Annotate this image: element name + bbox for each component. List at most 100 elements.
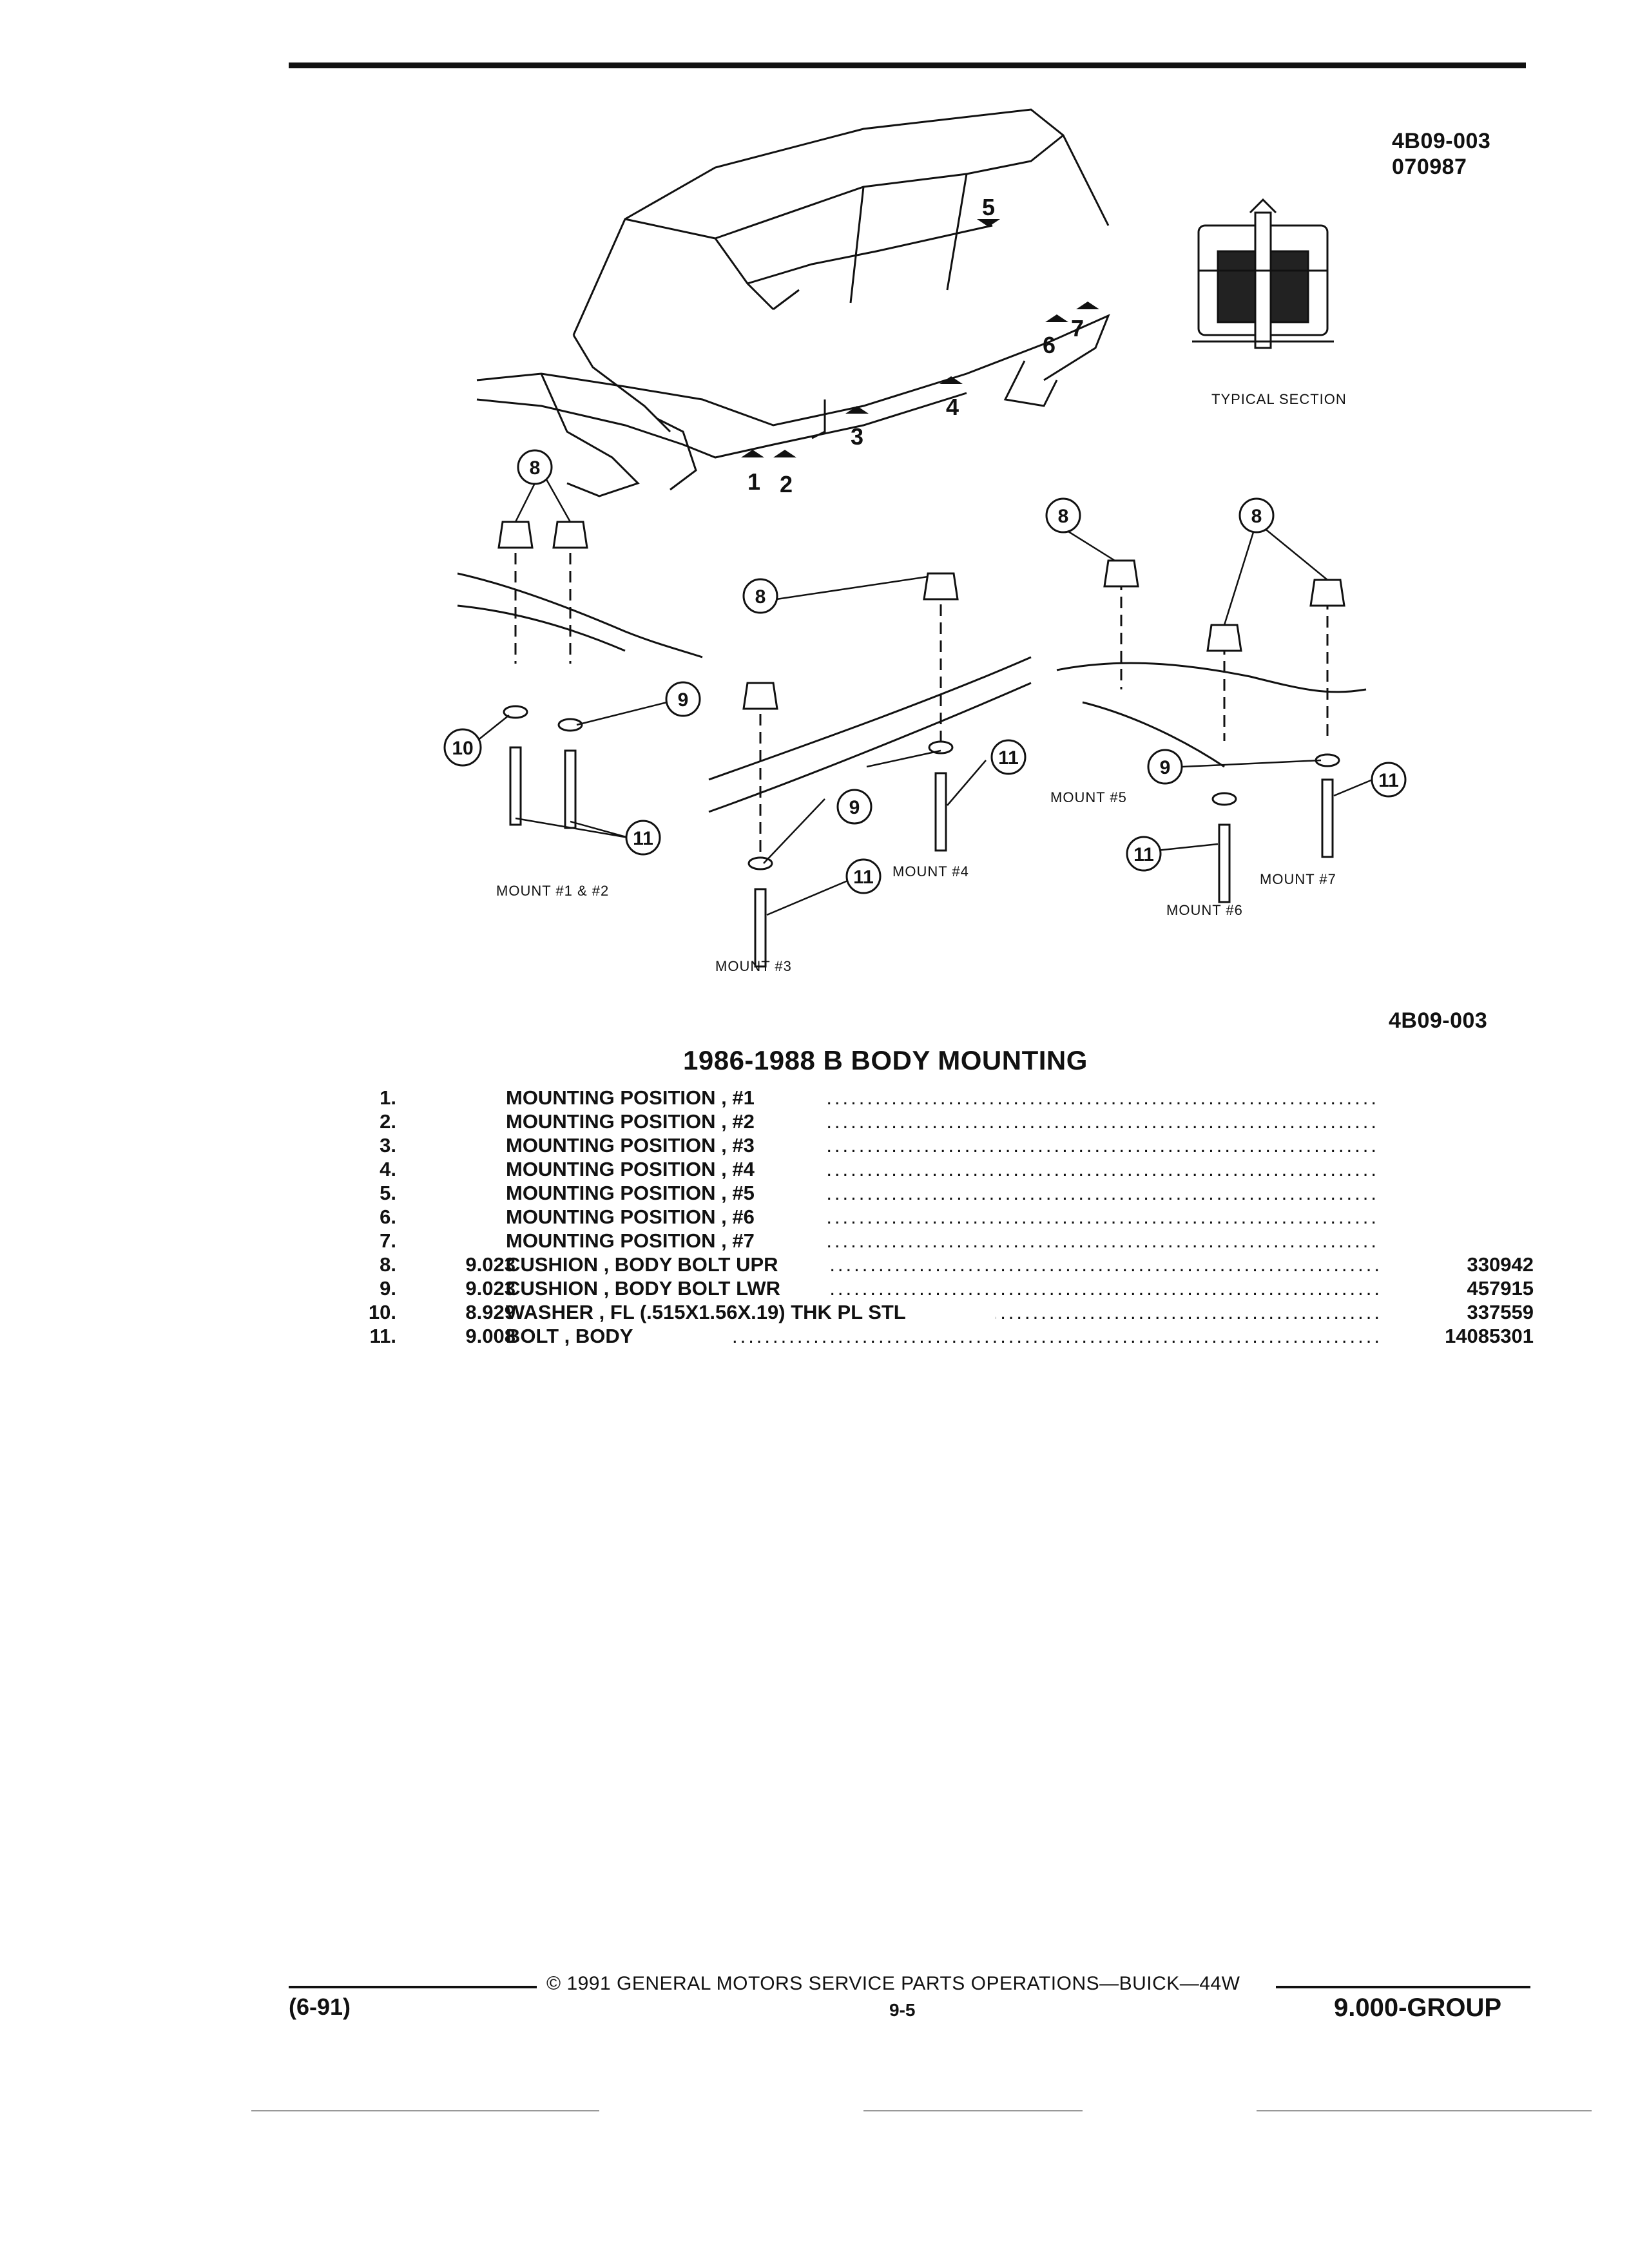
callout-leaders — [476, 470, 1373, 916]
callout-circles — [443, 449, 1407, 894]
part-description: MOUNTING POSITION , #6 — [506, 1206, 755, 1228]
dot-leader: ........................................… — [825, 1134, 1379, 1157]
part-description: MOUNTING POSITION , #1 — [506, 1086, 755, 1109]
mount-caption-6: MOUNT #6 — [1166, 902, 1243, 918]
typical-section-drawing — [1192, 198, 1334, 349]
part-description: CUSHION , BODY BOLT LWR — [506, 1277, 780, 1300]
parts-list: 1. MOUNTING POSITION , #1 ..............… — [348, 1086, 1534, 1348]
parts-row: 8. 9.023 CUSHION , BODY BOLT UPR .......… — [348, 1253, 1534, 1276]
figure-id-top: 4B09-003 — [1392, 129, 1491, 153]
callout-8: 8 — [530, 457, 541, 479]
parts-row: 10. 8.929 WASHER , FL (.515X1.56X.19) TH… — [348, 1300, 1534, 1324]
typical-section-label: TYPICAL SECTION — [1211, 391, 1347, 407]
parts-row: 1. MOUNTING POSITION , #1 ..............… — [348, 1086, 1534, 1110]
parts-row: 2. MOUNTING POSITION , #2 ..............… — [348, 1110, 1534, 1133]
item-number: 5. — [380, 1182, 396, 1204]
footer-rule — [1276, 1986, 1530, 1988]
part-description: MOUNTING POSITION , #5 — [506, 1182, 755, 1204]
dot-leader: ........................................… — [828, 1277, 1382, 1300]
position-number-2: 2 — [780, 471, 793, 497]
part-description: CUSHION , BODY BOLT UPR — [506, 1253, 778, 1276]
dot-leader: ........................................… — [825, 1110, 1379, 1133]
body-mounting-illustration: 1 2 3 4 5 6 7 TYPICAL SECTION — [412, 97, 1443, 986]
callout-11: 11 — [633, 828, 653, 849]
item-number: 10. — [368, 1301, 396, 1323]
part-description: BOLT , BODY — [506, 1325, 633, 1347]
mount-caption-1-2: MOUNT #1 & #2 — [496, 883, 609, 899]
part-number: 14085301 — [1445, 1325, 1534, 1347]
footer-page-number: 9-5 — [889, 2000, 916, 2020]
item-number: 1. — [380, 1086, 396, 1109]
item-number: 4. — [380, 1158, 396, 1180]
group-code: 9.023 — [465, 1253, 516, 1276]
dot-leader: ........................................… — [828, 1253, 1382, 1276]
part-description: MOUNTING POSITION , #3 — [506, 1134, 755, 1157]
position-number-7: 7 — [1071, 315, 1084, 341]
parts-row: 9. 9.023 CUSHION , BODY BOLT LWR .......… — [348, 1276, 1534, 1300]
dot-leader: ........................................… — [825, 1158, 1379, 1180]
part-number: 337559 — [1467, 1301, 1534, 1323]
callout-11: 11 — [1133, 844, 1154, 865]
group-code: 9.023 — [465, 1277, 516, 1300]
part-number: 457915 — [1467, 1277, 1534, 1300]
position-number-3: 3 — [851, 423, 863, 450]
footer-copyright: © 1991 GENERAL MOTORS SERVICE PARTS OPER… — [546, 1973, 1240, 1994]
position-number-6: 6 — [1043, 332, 1055, 358]
parts-row: 6. MOUNTING POSITION , #6 ..............… — [348, 1205, 1534, 1229]
parts-row: 4. MOUNTING POSITION , #4 ..............… — [348, 1157, 1534, 1181]
callout-11: 11 — [853, 867, 874, 888]
scan-artifact-line — [1257, 2110, 1592, 2111]
footer-rule — [289, 1986, 537, 1988]
callout-8: 8 — [1058, 506, 1069, 527]
mount-caption-5: MOUNT #5 — [1050, 789, 1127, 805]
dot-leader: ........................................… — [825, 1229, 1379, 1252]
item-number: 2. — [380, 1110, 396, 1133]
scan-artifact-line — [863, 2110, 1083, 2111]
parts-row: 3. MOUNTING POSITION , #3 ..............… — [348, 1133, 1534, 1157]
parts-row: 7. MOUNTING POSITION , #7 ..............… — [348, 1229, 1534, 1253]
item-number: 11. — [369, 1325, 396, 1347]
part-description: MOUNTING POSITION , #2 — [506, 1110, 755, 1133]
parts-row: 11. 9.008 BOLT , BODY ..................… — [348, 1324, 1534, 1348]
top-rule — [289, 62, 1526, 68]
callout-9: 9 — [678, 689, 689, 711]
item-number: 8. — [380, 1253, 396, 1276]
callout-9: 9 — [849, 797, 860, 818]
position-number-4: 4 — [946, 394, 959, 420]
dot-leader: ........................................… — [825, 1182, 1379, 1204]
figure-id-bottom: 4B09-003 — [1389, 1008, 1488, 1033]
mount-caption-7: MOUNT #7 — [1260, 871, 1336, 887]
parts-list-title: 1986-1988 B BODY MOUNTING — [683, 1045, 1088, 1075]
callout-9: 9 — [1160, 757, 1171, 778]
position-number-1: 1 — [747, 468, 760, 495]
group-code: 8.929 — [465, 1301, 516, 1323]
footer-revision-date: (6-91) — [289, 1994, 351, 2020]
dot-leader: ........................................… — [996, 1301, 1382, 1323]
mount-5-6-7-detail — [1056, 559, 1367, 903]
callout-11: 11 — [1378, 770, 1399, 791]
figure-date-code: 070987 — [1392, 155, 1467, 179]
part-number: 330942 — [1467, 1253, 1534, 1276]
part-description: MOUNTING POSITION , #4 — [506, 1158, 755, 1180]
group-code: 9.008 — [465, 1325, 516, 1347]
vehicle-frame-drawing — [476, 108, 1110, 497]
part-description: MOUNTING POSITION , #7 — [506, 1229, 755, 1252]
callout-10: 10 — [452, 738, 473, 759]
mount-caption-4: MOUNT #4 — [892, 863, 969, 879]
position-number-5: 5 — [982, 194, 995, 220]
item-number: 6. — [380, 1206, 396, 1228]
item-number: 7. — [380, 1229, 396, 1252]
mount-1-2-detail — [457, 521, 703, 829]
callout-8: 8 — [755, 586, 766, 608]
callout-8: 8 — [1251, 506, 1262, 527]
callout-11: 11 — [998, 747, 1019, 769]
dot-leader: ........................................… — [825, 1206, 1379, 1228]
dot-leader: ........................................… — [825, 1086, 1379, 1109]
mount-caption-3: MOUNT #3 — [715, 958, 792, 974]
part-description: WASHER , FL (.515X1.56X.19) THK PL STL — [506, 1301, 906, 1323]
item-number: 3. — [380, 1134, 396, 1157]
dot-leader: ........................................… — [731, 1325, 1382, 1347]
parts-row: 5. MOUNTING POSITION , #5 ..............… — [348, 1181, 1534, 1205]
mount-3-4-detail — [708, 572, 1032, 968]
footer-group: 9.000-GROUP — [1334, 1994, 1502, 2022]
